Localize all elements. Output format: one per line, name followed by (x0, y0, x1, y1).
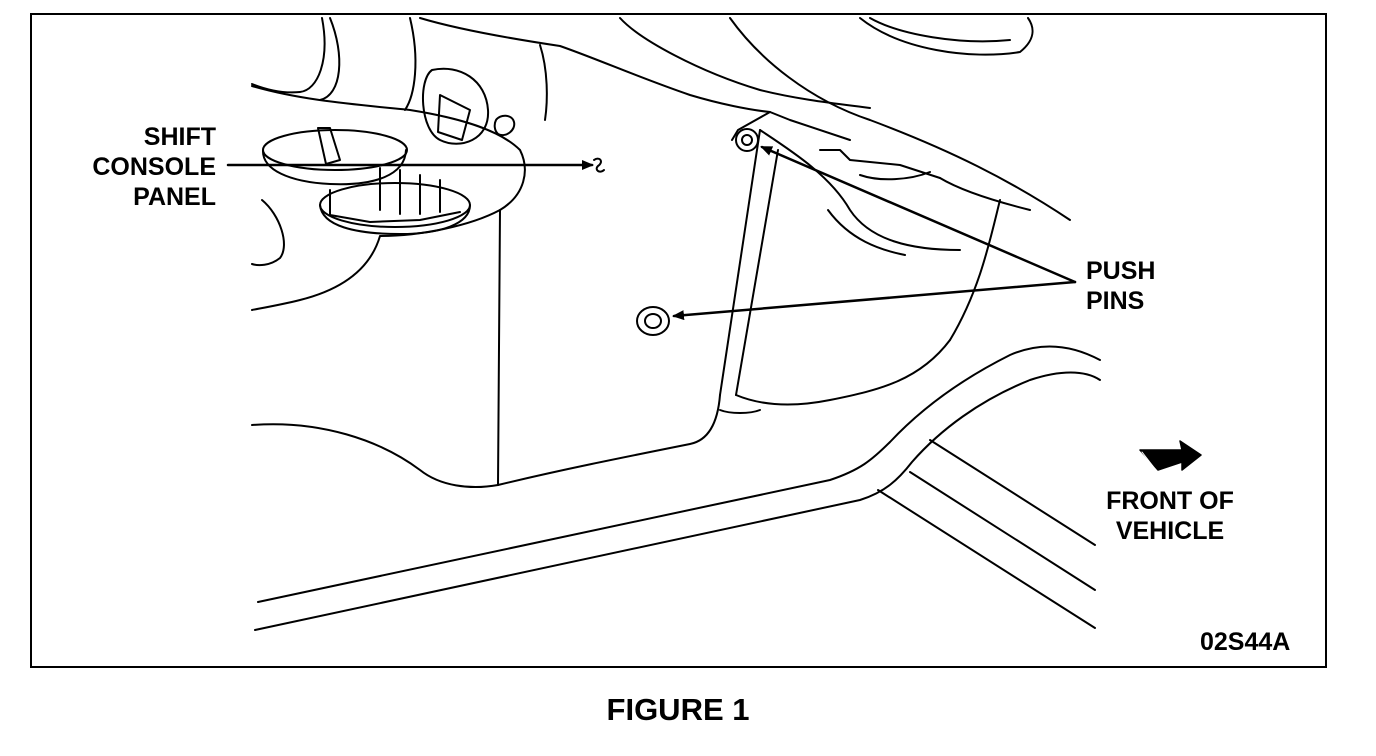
dash-contours (251, 17, 1071, 221)
push-pins-label: PUSH PINS (1086, 256, 1155, 316)
floor-sill-lines (254, 345, 1101, 631)
push-pin-upper (735, 128, 759, 152)
push-pins-label-line-1: PUSH (1086, 257, 1156, 285)
shift-console-panel-label-line-2: CONSOLE (92, 153, 216, 181)
figure-caption: FIGURE 1 (606, 692, 750, 727)
leader-arrows (226, 145, 1077, 321)
figure-id-code: 02S44A (1200, 628, 1291, 656)
shift-console-pointer-tip (593, 157, 605, 173)
push-pins-label-line-2: PINS (1086, 287, 1145, 315)
figure-frame (30, 13, 1327, 668)
front-of-vehicle-label-line-1: FRONT OF (1106, 487, 1234, 515)
front-of-vehicle-arrow-icon (1139, 440, 1202, 471)
shift-console-panel-label-line-3: PANEL (133, 183, 216, 211)
console-body (251, 85, 1031, 488)
shift-console-panel-label: SHIFT CONSOLE PANEL (60, 122, 216, 212)
front-of-vehicle-label-line-2: VEHICLE (1115, 517, 1225, 545)
front-of-vehicle-label: FRONT OF VEHICLE (1097, 486, 1243, 546)
cup-holders (261, 67, 516, 235)
shift-console-panel-label-line-1: SHIFT (143, 123, 216, 151)
push-pin-lower (636, 306, 670, 336)
